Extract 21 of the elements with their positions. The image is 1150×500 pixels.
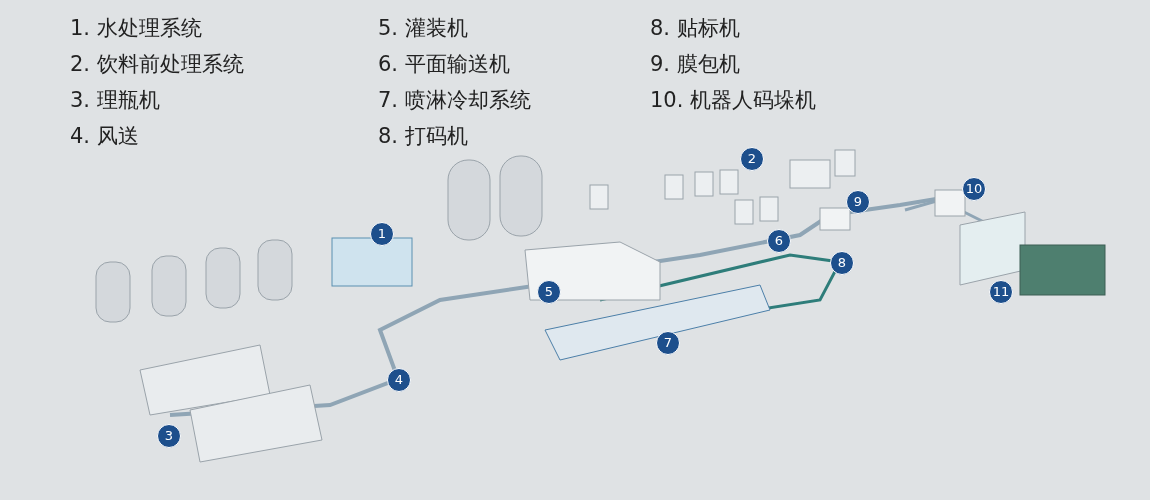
legend-item: 4. 风送 xyxy=(70,123,139,149)
callout-number: 8 xyxy=(830,251,854,275)
legend-item: 5. 灌装机 xyxy=(378,15,468,41)
legend-item: 7. 喷淋冷却系统 xyxy=(378,87,531,113)
callout-number: 6 xyxy=(767,229,791,253)
legend-item: 9. 膜包机 xyxy=(650,51,740,77)
callout-number: 9 xyxy=(846,190,870,214)
legend-item: 8. 贴标机 xyxy=(650,15,740,41)
callout-number: 10 xyxy=(962,177,986,201)
legend-item: 6. 平面输送机 xyxy=(378,51,510,77)
legend-item: 2. 饮料前处理系统 xyxy=(70,51,244,77)
legend-item: 3. 理瓶机 xyxy=(70,87,160,113)
legend-item: 1. 水处理系统 xyxy=(70,15,202,41)
legend-item: 8. 打码机 xyxy=(378,123,468,149)
callout-number: 11 xyxy=(989,280,1013,304)
callout-number: 1 xyxy=(370,222,394,246)
callout-number: 2 xyxy=(740,147,764,171)
callout-number: 4 xyxy=(387,368,411,392)
legend-item: 10. 机器人码垛机 xyxy=(650,87,817,113)
callout-number: 7 xyxy=(656,331,680,355)
callout-number: 3 xyxy=(157,424,181,448)
